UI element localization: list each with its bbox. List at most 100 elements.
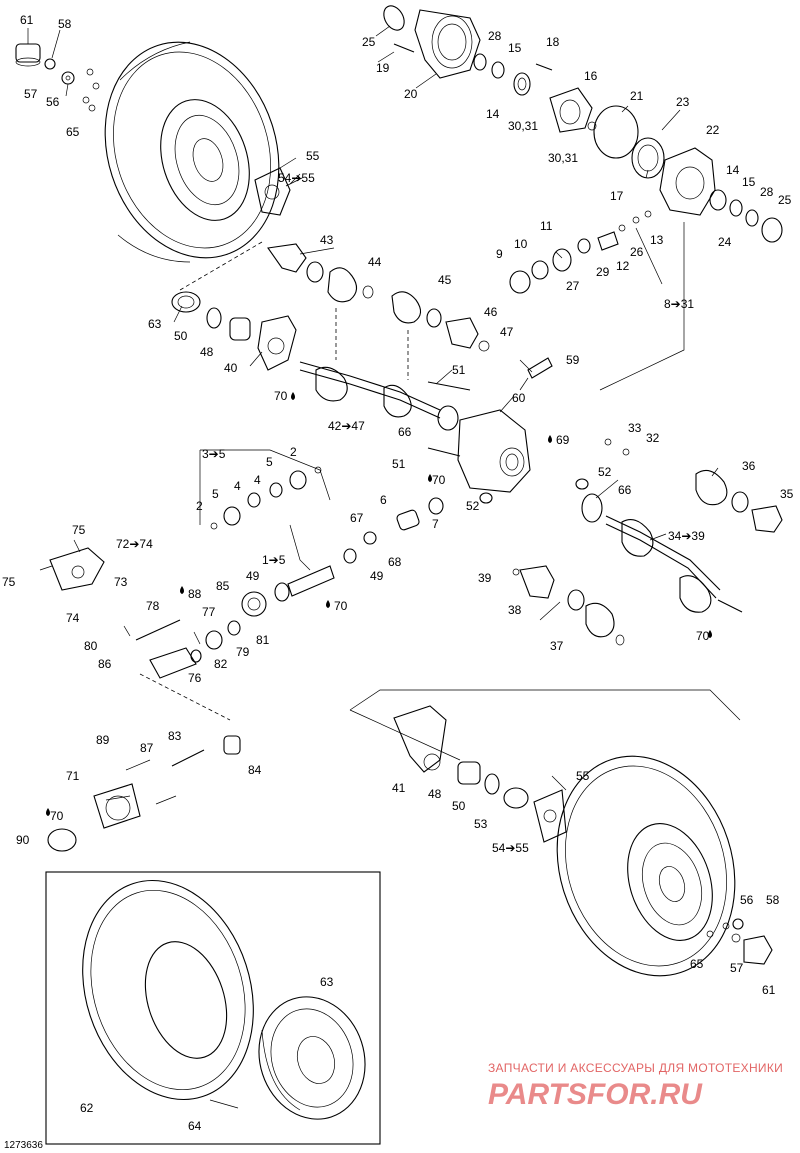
callout-13: 13 — [650, 233, 664, 247]
wheel-nut-cap-61-bottom — [706, 918, 773, 965]
callout-5455b: 54➔55 — [492, 841, 529, 855]
callout-29: 29 — [596, 265, 610, 279]
callout-52b: 52 — [466, 499, 480, 513]
oil-drop-icons — [46, 392, 712, 816]
callout-49b: 49 — [370, 569, 384, 583]
shaft-parts-6-7 — [343, 497, 444, 564]
callout-28a: 28 — [488, 29, 502, 43]
callout-57b: 57 — [730, 961, 744, 975]
callout-70b: 70 — [432, 473, 446, 487]
oil-drop-icon — [326, 600, 330, 608]
callout-46: 46 — [484, 305, 498, 319]
cv-boot-44 — [327, 267, 374, 303]
callout-51b: 51 — [392, 457, 406, 471]
callout-54a: 54➔55 — [278, 171, 315, 185]
bearing-48-seal-50-53 — [457, 761, 529, 809]
callout-19: 19 — [376, 61, 390, 75]
seal-66-right — [581, 493, 603, 523]
callout-3439: 34➔39 — [668, 529, 705, 543]
small-parts-33-32 — [604, 438, 630, 456]
callout-53: 53 — [474, 817, 488, 831]
callout-47: 47 — [500, 325, 514, 339]
callout-21: 21 — [630, 89, 644, 103]
oil-drop-icon — [708, 630, 712, 638]
callout-3031b: 30,31 — [548, 151, 578, 165]
seal-17 — [631, 137, 665, 179]
cv-boot-37 — [585, 602, 625, 646]
callout-35: 35 — [780, 487, 794, 501]
callout-56b: 56 — [740, 893, 754, 907]
callout-82: 82 — [214, 657, 228, 671]
callout-66b: 66 — [618, 483, 632, 497]
callout-80: 80 — [84, 639, 98, 653]
callout-20: 20 — [404, 87, 418, 101]
diff-gear-16 — [549, 87, 597, 133]
callout-84: 84 — [248, 763, 262, 777]
wheel-nut-cap-61 — [15, 43, 41, 67]
callout-52a: 52 — [598, 465, 612, 479]
callout-15a: 15 — [508, 41, 522, 55]
callout-57a: 57 — [24, 87, 38, 101]
callout-12: 12 — [616, 259, 630, 273]
callout-41: 41 — [392, 781, 406, 795]
oil-drop-icon — [46, 808, 50, 816]
callout-66a: 66 — [398, 425, 412, 439]
callout-69: 69 — [556, 433, 570, 447]
bearing-48-seal-63-top — [171, 291, 251, 341]
callout-65a: 65 — [66, 125, 80, 139]
callout-90: 90 — [16, 833, 30, 847]
callout-36: 36 — [742, 459, 756, 473]
callout-43: 43 — [320, 233, 334, 247]
callout-33: 33 — [628, 421, 642, 435]
cv-joint-43 — [267, 243, 324, 283]
callout-50a: 50 — [174, 329, 188, 343]
callout-65b: 65 — [690, 957, 704, 971]
callout-32: 32 — [646, 431, 660, 445]
right-drive-shaft-34 — [605, 515, 743, 613]
callout-61b: 61 — [762, 983, 776, 997]
callout-6: 6 — [380, 493, 387, 507]
callout-17: 17 — [610, 189, 624, 203]
callout-73: 73 — [114, 575, 128, 589]
callout-55a: 55 — [306, 149, 320, 163]
dashed-connector-lines — [139, 241, 409, 721]
callout-50b: 50 — [452, 799, 466, 813]
callout-9: 9 — [496, 247, 503, 261]
callout-4b: 4 — [234, 479, 241, 493]
oil-drop-icon — [428, 474, 432, 482]
shift-rod-76-86 — [123, 619, 241, 679]
inset-tire-rim-box — [45, 871, 381, 1145]
callout-14a: 14 — [486, 107, 500, 121]
callout-24: 24 — [718, 235, 732, 249]
callout-4247: 42➔47 — [328, 419, 365, 433]
callout-85: 85 — [216, 579, 230, 593]
watermark-brand: PARTSFOR.RU — [488, 1078, 703, 1111]
callout-55b: 55 — [576, 769, 590, 783]
front-diff-housing — [437, 405, 531, 493]
callout-75b: 75 — [2, 575, 16, 589]
callout-71: 71 — [66, 769, 80, 783]
callout-63b: 63 — [320, 975, 334, 989]
callout-56a: 56 — [46, 95, 60, 109]
callout-67: 67 — [350, 511, 364, 525]
callout-51a: 51 — [452, 363, 466, 377]
bolts-51 — [427, 381, 471, 457]
oil-drop-icon — [291, 392, 295, 400]
callout-87: 87 — [140, 741, 154, 755]
drawing-code: 1273636 — [4, 1140, 43, 1151]
callout-3031a: 30,31 — [508, 119, 538, 133]
callout-89: 89 — [96, 733, 110, 747]
callout-15c: 1➔5 — [262, 553, 286, 567]
callout-40: 40 — [224, 361, 238, 375]
pin-83-bushing-84 — [171, 735, 241, 767]
o-ring-21 — [593, 105, 639, 159]
knuckle-40 — [257, 315, 297, 371]
bolt-19 — [393, 43, 415, 53]
callout-77: 77 — [202, 605, 216, 619]
small-bushings-2-5 — [210, 466, 322, 530]
seal-ring-25-top — [383, 5, 405, 31]
callout-74: 74 — [66, 611, 80, 625]
oil-drop-icon — [180, 586, 184, 594]
callout-58a: 58 — [58, 17, 72, 31]
